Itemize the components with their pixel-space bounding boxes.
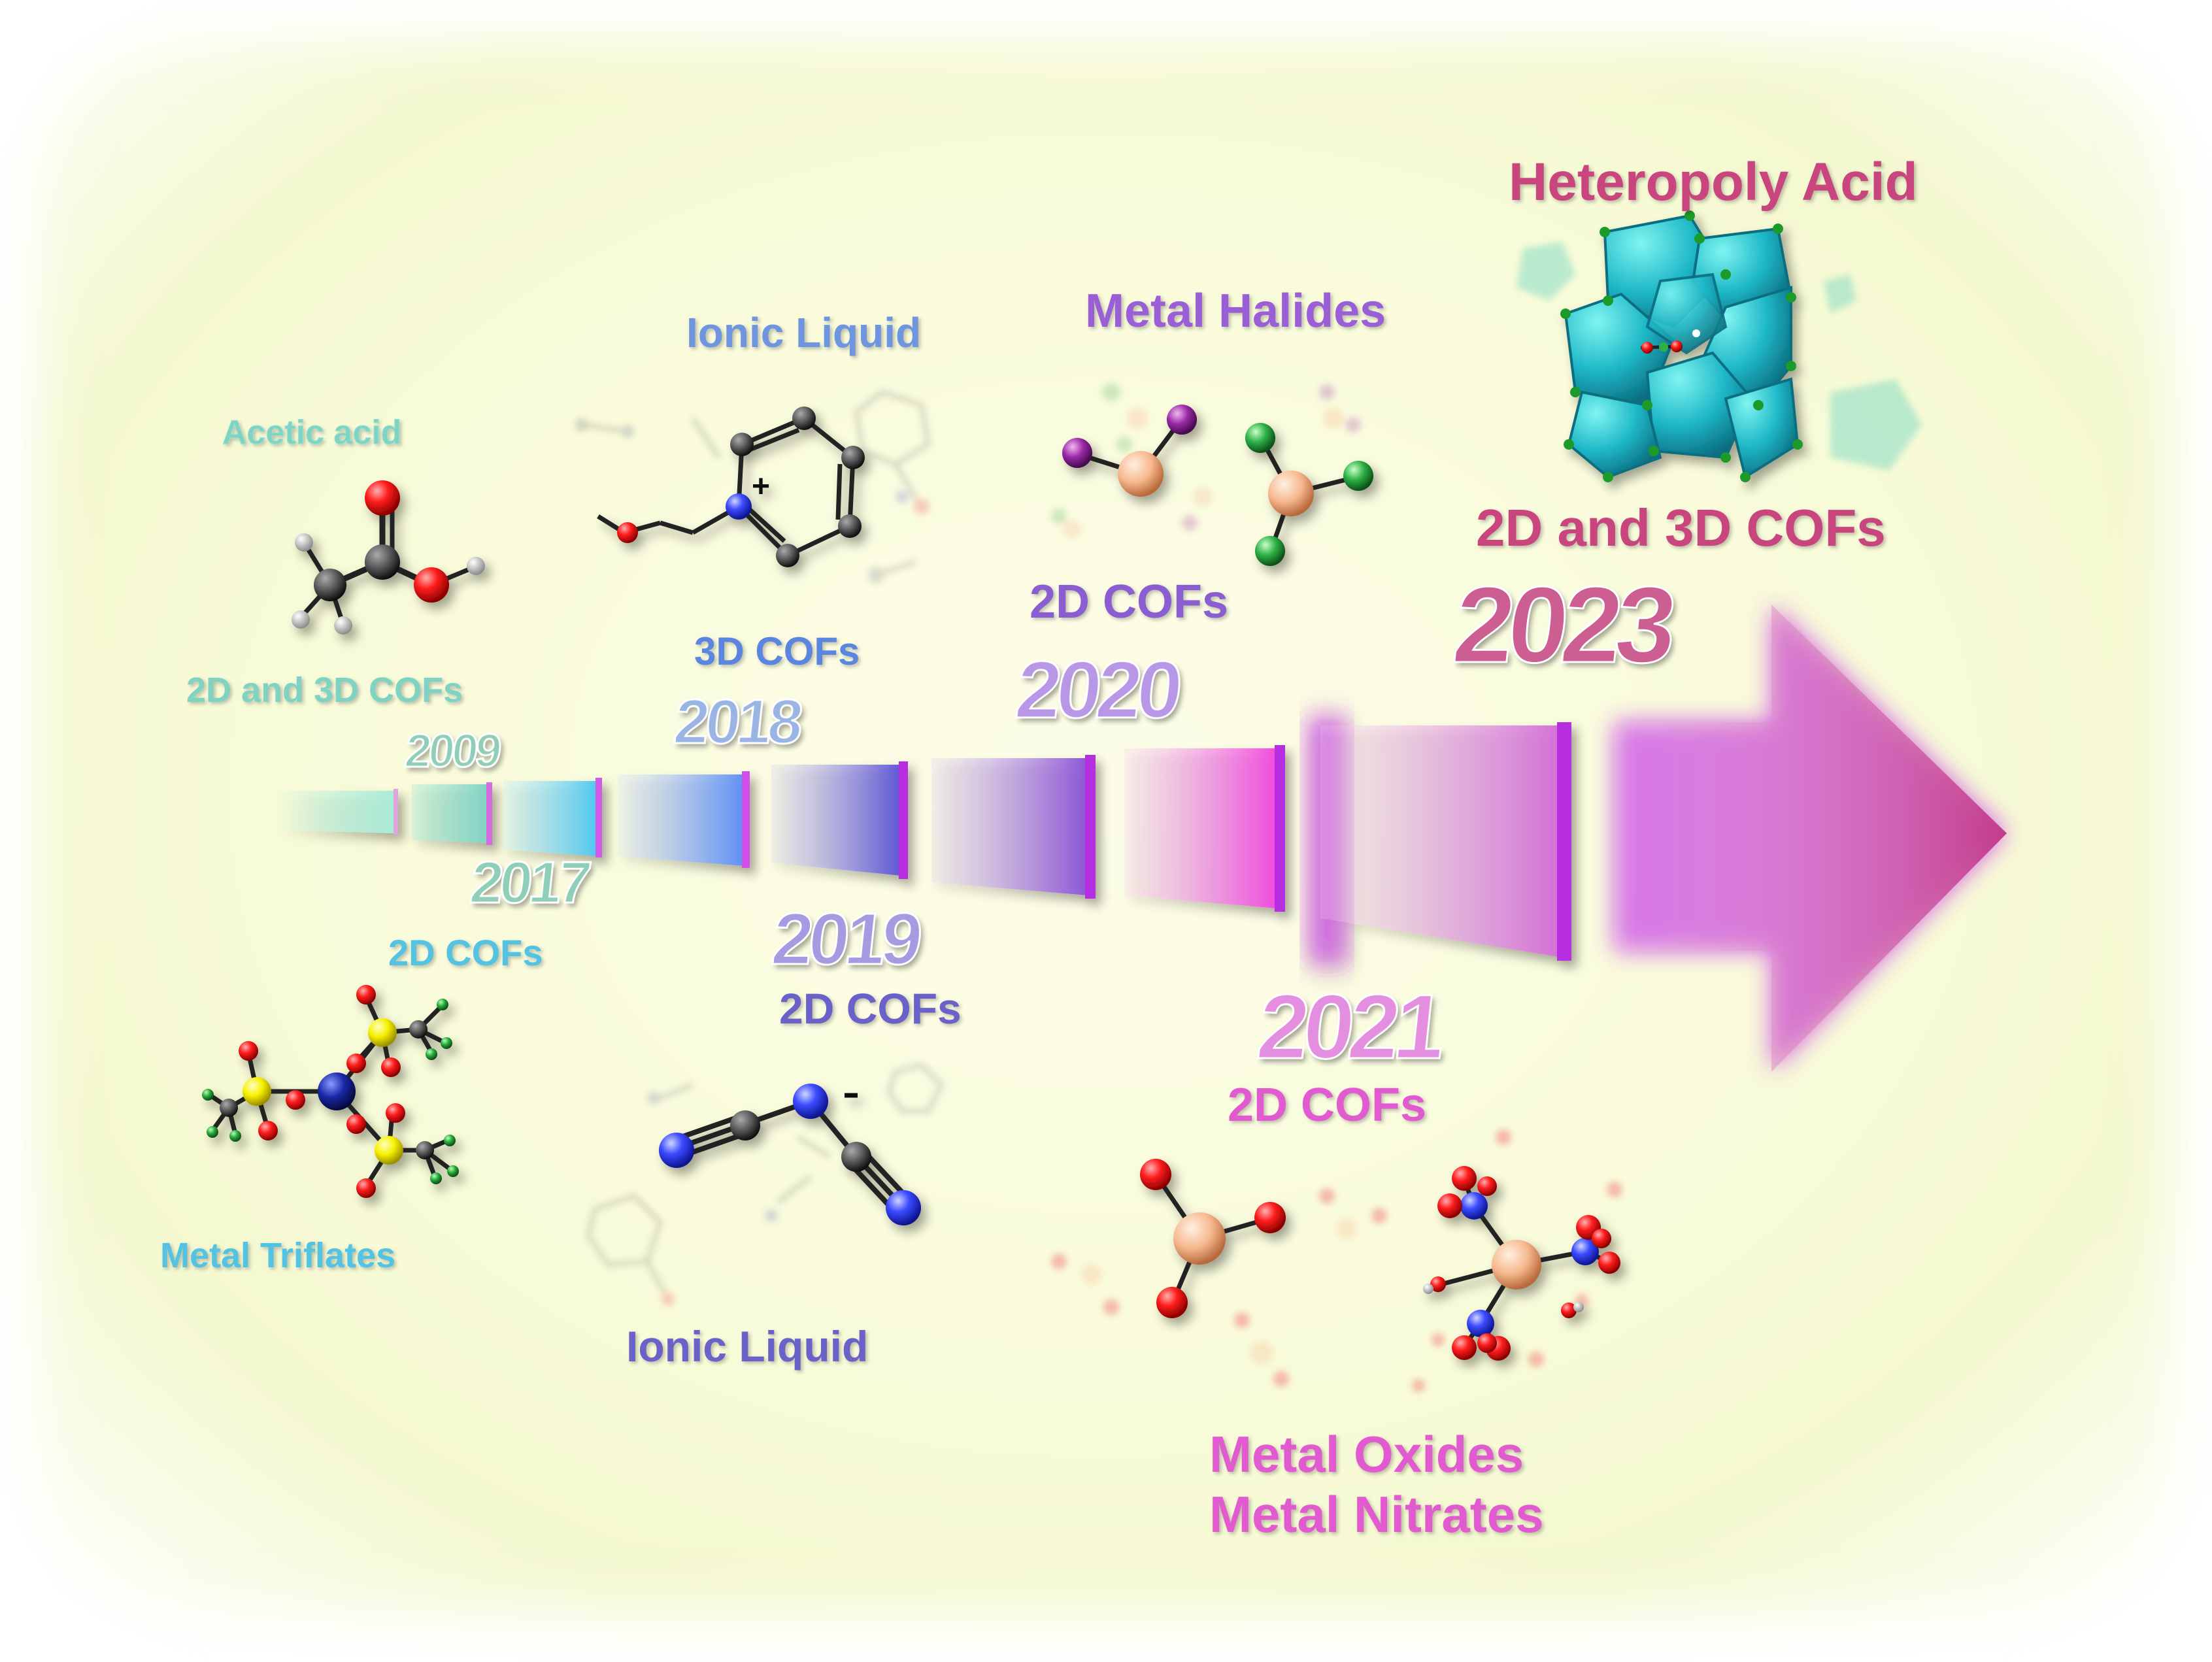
year-2023: 2023 (1447, 564, 1677, 687)
metal-oxide-background-molecules (1051, 1129, 1622, 1392)
label-ionic-liquid-bottom: Ionic Liquid (626, 1322, 869, 1371)
label-cofs-2009: 2D and 3D COFs (186, 671, 463, 710)
keggin-polyoxometalate-icon (1560, 210, 1803, 482)
metal-oxide-molecule-icon (1140, 1159, 1286, 1318)
label-metal-nitrates: Metal Nitrates (1209, 1486, 1544, 1543)
keggin-background-clusters (1517, 242, 1922, 471)
metal-halide-background-molecules (1051, 383, 1361, 539)
ionic-liquid-background-molecules (575, 390, 931, 583)
year-2020: 2020 (1011, 644, 1183, 737)
year-2021: 2021 (1252, 974, 1446, 1079)
metal-halide-molecule-icon (1062, 405, 1373, 566)
label-cofs-2021: 2D COFs (1228, 1079, 1427, 1131)
year-2018: 2018 (670, 686, 804, 758)
metal-triflate-molecule-icon (202, 985, 459, 1198)
label-cofs-2023: 2D and 3D COFs (1476, 499, 1886, 557)
dicyanamide-anion-icon (659, 1084, 921, 1225)
label-metal-halides: Metal Halides (1085, 285, 1386, 337)
label-metal-oxides: Metal Oxides (1209, 1425, 1524, 1483)
label-cofs-2020: 2D COFs (1030, 576, 1229, 628)
pyridinium-cation-icon: + (597, 407, 865, 567)
acetic-acid-molecule-icon (292, 480, 485, 635)
metal-nitrate-molecule-icon (1423, 1166, 1620, 1361)
year-2019: 2019 (767, 897, 923, 981)
positive-charge-sign: + (752, 469, 770, 504)
label-cofs-2018: 3D COFs (694, 629, 860, 673)
label-metal-triflates: Metal Triflates (160, 1236, 396, 1275)
dicyanamide-background-molecules (586, 1063, 945, 1306)
label-cofs-2019: 2D COFs (779, 984, 962, 1033)
label-ionic-liquid-top: Ionic Liquid (686, 309, 922, 356)
timeline-arrow (275, 605, 2007, 1072)
label-cofs-2017: 2D COFs (388, 932, 543, 973)
label-acetic-acid: Acetic acid (222, 414, 403, 452)
year-2017: 2017 (466, 850, 592, 917)
year-2009: 2009 (401, 724, 502, 778)
label-heteropoly-acid: Heteropoly Acid (1509, 152, 1918, 212)
